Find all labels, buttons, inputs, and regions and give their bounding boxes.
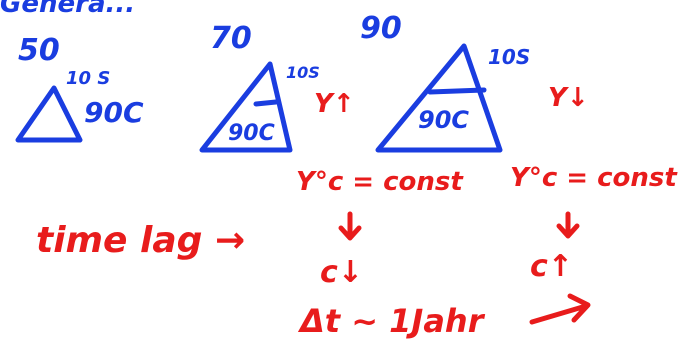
triangle-icon [15,85,83,143]
delta-t-note: Δt ~ 1Jahr [297,302,486,340]
triangle-divider [253,99,279,107]
triangle-group-2: 70 10S 90C [199,21,320,153]
triangle-icon [375,43,503,153]
triangle-divider [427,87,487,95]
arrow-right-up-icon [529,293,591,325]
const-left-note: Y°c = const [296,167,464,197]
time-lag-note: time lag → [36,220,245,261]
triangle-bottom-value: 90C [84,96,144,129]
triangle-group-3: 90 10S 90C [360,11,530,153]
c-down-note: c↓ [320,255,363,290]
triangle-bottom-value: 90C [228,121,275,146]
arrow-down-icon [556,211,580,239]
triangle-icon [199,61,293,153]
triangle-top-value: 10 S [66,68,110,89]
triangle-top-value: 10S [488,45,530,69]
c-up-note: c↑ [530,249,573,284]
top-cut-label: Genera... [0,0,135,19]
triangle-bottom-value: 90C [418,106,469,134]
triangle-label: 50 [18,33,60,68]
triangle-label: 90 [360,11,402,46]
triangle-label: 70 [210,21,252,56]
r-up-note: Y↑ [314,89,355,119]
const-right-note: Y°c = const [510,163,678,193]
triangle-top-value: 10S [286,63,320,82]
triangle-group-1: 50 10 S 90C [15,33,144,143]
r-down-note: Y↓ [548,83,589,113]
arrow-down-icon [338,211,362,241]
